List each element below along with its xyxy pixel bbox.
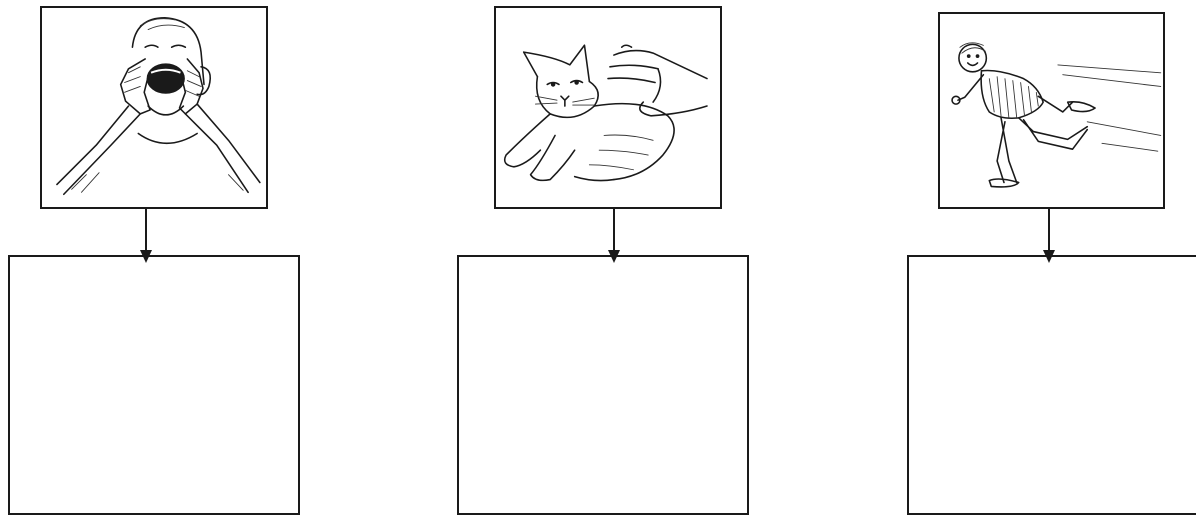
arrow-2 bbox=[608, 209, 620, 263]
arrow-1 bbox=[140, 209, 152, 263]
arrow-3 bbox=[1043, 209, 1055, 263]
